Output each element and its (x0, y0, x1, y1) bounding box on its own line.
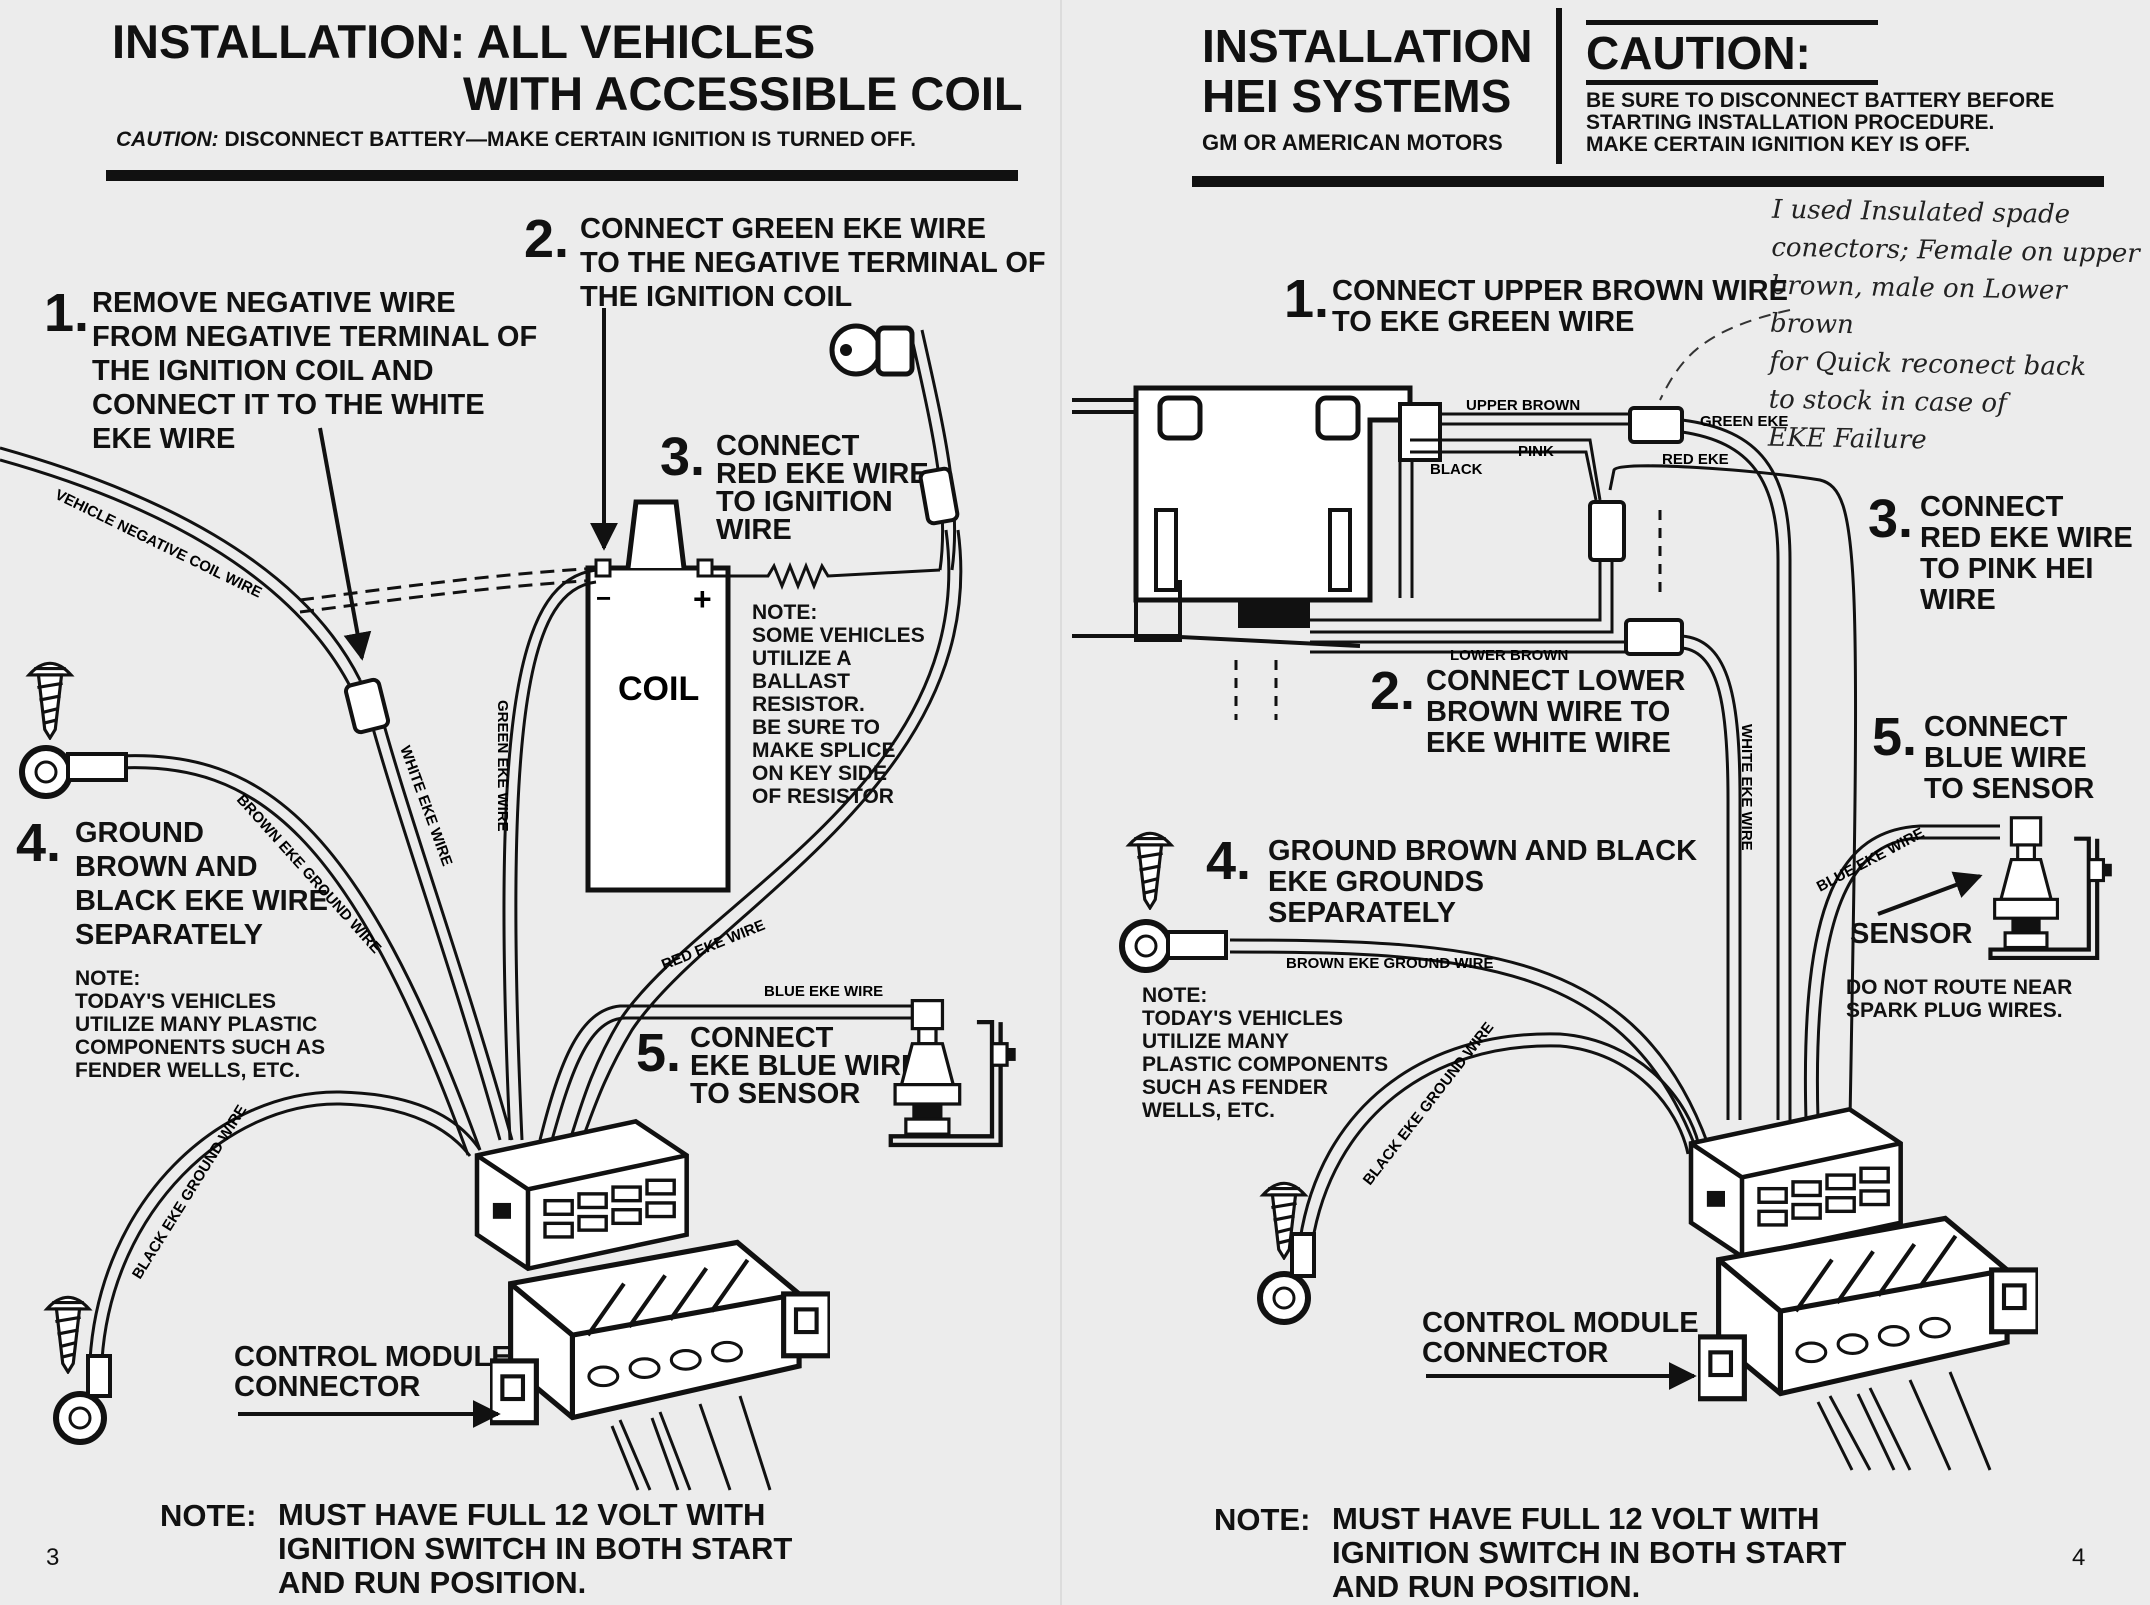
left-coil-note: NOTE: SOME VEHICLES UTILIZE A BALLAST RE… (752, 601, 925, 808)
right-bottom-note-text: MUST HAVE FULL 12 VOLT WITH IGNITION SWI… (1332, 1501, 1847, 1604)
left-caution-label: CAUTION: (116, 128, 219, 151)
right-step2-text: CONNECT LOWER BROWN WIRE TO EKE WHITE WI… (1426, 665, 1686, 759)
right-wiring-diagram: UPPER BROWN GREEN EKE RED EKE PINK BLACK (1072, 309, 2112, 1471)
left-white-wire (358, 679, 502, 1141)
left-connector-label: CONTROL MODULE CONNECTOR (234, 1341, 511, 1403)
left-coil-plus: + (693, 581, 712, 617)
left-brown-ground-wire (119, 754, 482, 1151)
right-label-red: RED EKE (1662, 451, 1729, 468)
right-label-black-ground: BLACK EKE GROUND WIRE (1360, 1019, 1498, 1188)
right-label-lower-brown: LOWER BROWN (1450, 647, 1568, 664)
right-step1-number: 1. (1284, 269, 1330, 329)
left-step5-number: 5. (636, 1023, 682, 1083)
right-step5-number: 5. (1872, 707, 1918, 767)
left-label-brown-ground: BROWN EKE GROUND WIRE (233, 791, 384, 957)
right-bottom-note-label: NOTE: (1214, 1502, 1311, 1537)
left-coil-minus: − (596, 583, 611, 613)
right-title-line2: HEI SYSTEMS (1202, 70, 1512, 122)
left-caution-text: DISCONNECT BATTERY—MAKE CERTAIN IGNITION… (218, 128, 916, 151)
left-page: INSTALLATION: ALL VEHICLES WITH ACCESSIB… (0, 0, 1060, 1605)
right-step5-text: CONNECT BLUE WIRE TO SENSOR (1924, 711, 2095, 805)
left-label-blue: BLUE EKE WIRE (764, 983, 883, 1000)
right-green-wire (1681, 418, 1792, 1120)
left-bottom-note-text: MUST HAVE FULL 12 VOLT WITH IGNITION SWI… (278, 1497, 793, 1600)
left-red-wire (568, 529, 951, 1141)
left-header-rule (106, 170, 1018, 181)
right-header-rule (1192, 176, 2104, 187)
right-route-note: DO NOT ROUTE NEAR SPARK PLUG WIRES. (1846, 976, 2073, 1022)
left-label-white: WHITE EKE WIRE (396, 744, 455, 869)
right-page-number: 4 (2072, 1544, 2086, 1571)
left-coil-label: COIL (618, 670, 699, 708)
right-label-blue: BLUE EKE WIRE (1814, 825, 1927, 896)
left-ignition-key-icon (829, 323, 915, 377)
left-vehicle-negative-wire (0, 446, 362, 681)
left-step5-text: CONNECT EKE BLUE WIRE TO SENSOR (690, 1022, 921, 1110)
right-screw-icon-1 (1127, 831, 1173, 910)
left-black-ground-wire (88, 1090, 482, 1361)
left-wiring-diagram: VEHICLE NEGATIVE COIL WIRE WHITE EKE WIR… (0, 308, 1016, 1491)
left-step1-number: 1. (44, 283, 90, 343)
left-plastic-note: NOTE: TODAY'S VEHICLES UTILIZE MANY PLAS… (75, 967, 326, 1082)
left-step2-text: CONNECT GREEN EKE WIRE TO THE NEGATIVE T… (580, 213, 1046, 313)
right-subtitle: GM OR AMERICAN MOTORS (1202, 130, 1503, 155)
right-caution-underline (1586, 80, 1878, 85)
left-label-vehicle-negative: VEHICLE NEGATIVE COIL WIRE (52, 486, 264, 601)
left-label-green: GREEN EKE WIRE (494, 700, 511, 832)
left-step3-number: 3. (660, 427, 706, 487)
right-sensor-icon (1990, 818, 2111, 958)
right-plastic-note: NOTE: TODAY'S VEHICLES UTILIZE MANY PLAS… (1142, 984, 1389, 1122)
left-page-number: 3 (46, 1544, 60, 1571)
right-red-wire (1608, 464, 1858, 1121)
left-coil (585, 565, 731, 893)
right-step2-number: 2. (1370, 661, 1416, 721)
left-blue-wire (538, 1004, 924, 1141)
right-label-upper-brown: UPPER BROWN (1466, 397, 1580, 414)
left-step1-text: REMOVE NEGATIVE WIRE FROM NEGATIVE TERMI… (92, 287, 538, 455)
right-title-divider (1556, 8, 1562, 164)
right-black-ground-wire (1298, 1032, 1702, 1241)
left-sensor-icon (891, 1001, 1016, 1145)
right-step1-text: CONNECT UPPER BROWN WIRE TO EKE GREEN WI… (1332, 275, 1788, 338)
left-step3-text: CONNECT RED EKE WIRE TO IGNITION WIRE (716, 430, 929, 546)
right-step4-text: GROUND BROWN AND BLACK EKE GROUNDS SEPAR… (1268, 835, 1698, 929)
right-white-wire (1681, 634, 1742, 1120)
right-title-line1: INSTALLATION (1202, 20, 1533, 72)
right-blue-wire (1803, 824, 2000, 1121)
left-bottom-note-label: NOTE: (160, 1498, 257, 1533)
right-page: INSTALLATION HEI SYSTEMS GM OR AMERICAN … (1062, 0, 2150, 1605)
left-step2-number: 2. (524, 209, 570, 269)
right-label-black: BLACK (1430, 461, 1483, 478)
right-label-pink: PINK (1518, 443, 1554, 460)
left-step4-number: 4. (16, 813, 62, 873)
right-label-green: GREEN EKE (1700, 413, 1788, 430)
right-step3-text: CONNECT RED EKE WIRE TO PINK HEI WIRE (1920, 491, 2133, 616)
right-connector-label: CONTROL MODULE CONNECTOR (1422, 1307, 1699, 1369)
right-label-brown-ground: BROWN EKE GROUND WIRE (1286, 955, 1494, 972)
right-caution-heading: CAUTION: (1586, 27, 1811, 79)
left-caution-line: CAUTION: DISCONNECT BATTERY—MAKE CERTAIN… (116, 128, 916, 152)
right-caution-overline (1586, 20, 1878, 25)
right-brown-ground-wire (1229, 938, 1712, 1151)
left-title-line2: WITH ACCESSIBLE COIL (463, 67, 1023, 120)
right-sensor-label: SENSOR (1850, 918, 1973, 950)
left-screw-icon-1 (27, 661, 73, 740)
left-control-module-connector-icon (490, 1242, 830, 1422)
right-step3-number: 3. (1868, 489, 1914, 549)
right-label-white: WHITE EKE WIRE (1738, 724, 1755, 851)
left-label-black-ground: BLACK EKE GROUND WIRE (129, 1102, 250, 1282)
right-caution-text: BE SURE TO DISCONNECT BATTERY BEFORE STA… (1586, 89, 2055, 156)
left-step4-text: GROUND BROWN AND BLACK EKE WIRE SEPARATE… (75, 817, 328, 951)
right-step4-number: 4. (1206, 831, 1252, 891)
left-green-wire (502, 568, 597, 1141)
left-screw-icon-2 (45, 1295, 91, 1374)
left-title-line1: INSTALLATION: ALL VEHICLES (112, 15, 816, 68)
left-wire-connector-icon (477, 1121, 687, 1268)
page-gutter (1060, 0, 1062, 1605)
